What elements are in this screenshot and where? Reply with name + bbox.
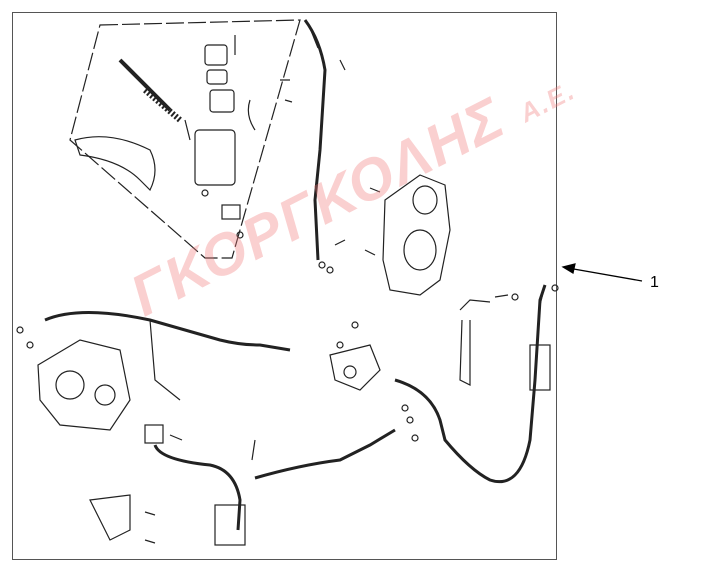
callout-arrow [561,263,643,282]
front-caliper [364,174,451,296]
rear-brake-hose [254,284,559,483]
callout-number-1: 1 [650,274,659,291]
front-brake-hose [303,19,346,274]
rear-master-cylinder [89,344,381,546]
rear-caliper [16,311,359,431]
master-cylinder-group [69,19,301,259]
diagram-frame [12,12,557,560]
